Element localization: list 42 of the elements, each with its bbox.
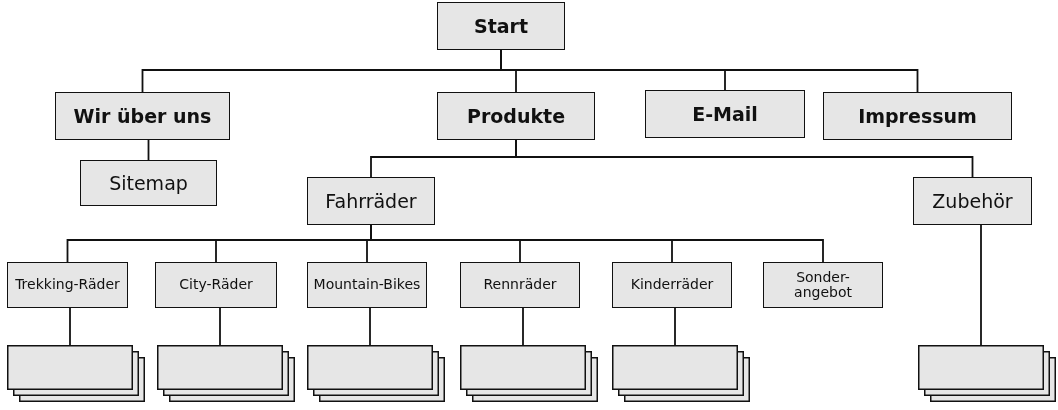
connector-line <box>674 307 676 346</box>
connector-line <box>369 307 371 346</box>
page-box <box>645 90 805 138</box>
page-title: Produkte <box>465 105 567 127</box>
page-title: Sitemap <box>108 172 189 194</box>
connector-line <box>219 307 221 346</box>
page-title: Rennräder <box>482 277 558 293</box>
page-title: Trekking-Räder <box>14 277 121 293</box>
page-title: Mountain-Bikes <box>312 277 422 293</box>
page-title: Start <box>472 15 529 37</box>
page-box <box>460 262 580 308</box>
page-title: Wir über uns <box>72 105 213 127</box>
page-box <box>612 262 732 308</box>
page-box <box>80 160 217 206</box>
page-title: Fahrräder <box>324 190 418 212</box>
connector-line <box>522 307 524 346</box>
page-stack <box>918 345 1056 402</box>
page-box <box>823 92 1012 140</box>
page-title: Kinderräder <box>629 277 715 293</box>
page-box <box>913 177 1032 225</box>
page-stack <box>7 345 145 402</box>
page-box <box>307 177 435 225</box>
connector-line <box>147 139 150 161</box>
connector-line <box>69 307 71 346</box>
page-title: Sonder-angebot <box>793 269 853 301</box>
page-stack <box>460 345 598 402</box>
page-stack <box>612 345 750 402</box>
page-box <box>437 2 565 50</box>
page-box <box>437 92 595 140</box>
page-box <box>55 92 230 140</box>
page-title: Zubehör <box>931 190 1014 212</box>
connector-line <box>515 139 974 178</box>
page-stack <box>307 345 445 402</box>
page-title: Impressum <box>857 105 978 127</box>
page-title: City-Räder <box>178 277 254 293</box>
page-title: E-Mail <box>691 103 759 125</box>
page-box <box>763 262 883 308</box>
page-box <box>307 262 427 308</box>
page-box <box>7 262 128 308</box>
page-stack <box>157 345 295 402</box>
connector-line <box>980 224 982 346</box>
page-box <box>155 262 277 308</box>
